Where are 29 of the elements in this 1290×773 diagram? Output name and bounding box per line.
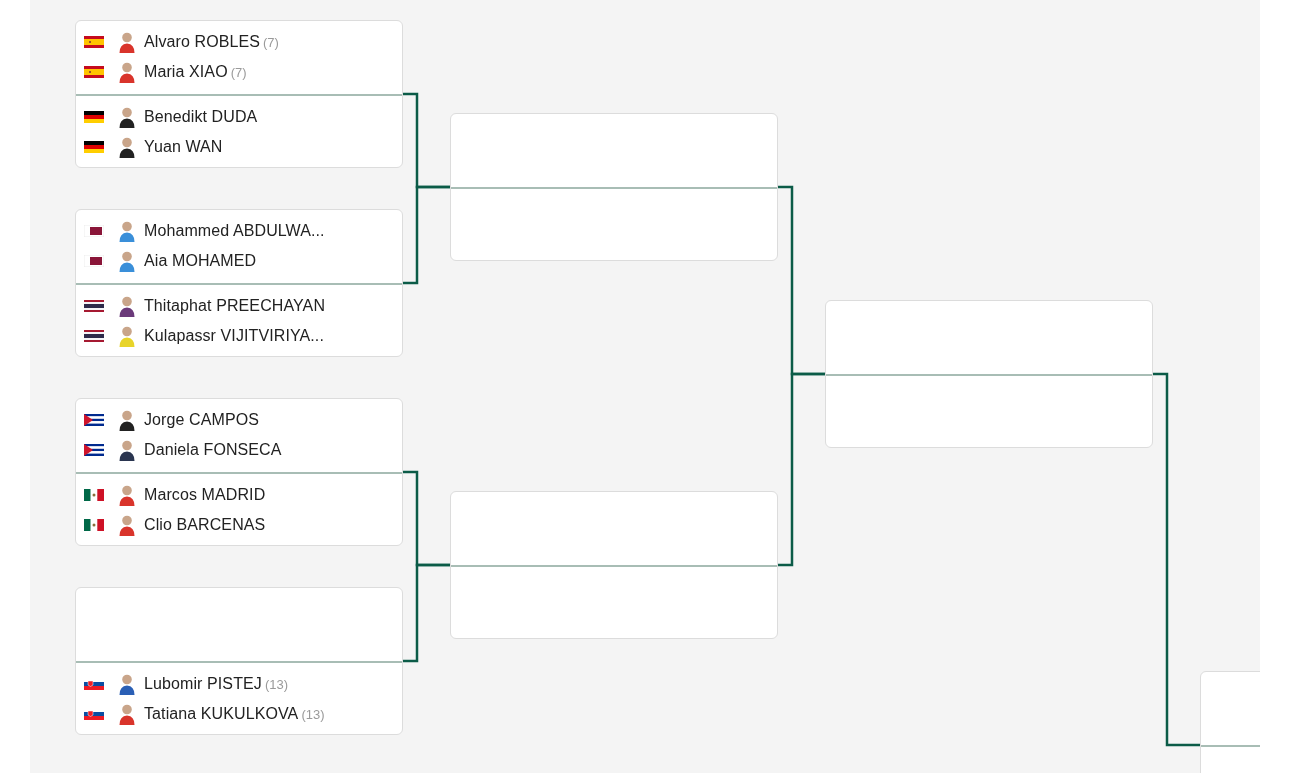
player-name: Yuan WAN [144, 138, 223, 156]
player-name: Maria XIAO [144, 63, 228, 81]
player-name: Mohammed ABDULWA... [144, 222, 325, 240]
player-name: Kulapassr VIJITVIRIYA... [144, 327, 324, 345]
bracket-line [778, 372, 825, 567]
match-card [825, 300, 1153, 448]
player-name: Aia MOHAMED [144, 252, 257, 270]
bracket-line [403, 563, 450, 663]
match-card [75, 398, 403, 546]
match-card [75, 20, 403, 168]
match-card [450, 113, 778, 261]
seed-number: (13) [301, 706, 325, 722]
player-name: Marcos MADRID [144, 486, 266, 504]
player-name: Clio BARCENAS [144, 516, 266, 534]
seed-number: (7) [230, 64, 247, 80]
player-name: Tatiana KUKULKOVA [144, 705, 299, 723]
bracket-line [403, 185, 450, 285]
seed-number: (13) [264, 676, 288, 692]
player-name: Lubomir PISTEJ [144, 675, 262, 693]
player-name: Thitaphat PREECHAYAN [144, 297, 326, 315]
player-name: Daniela FONSECA [144, 441, 282, 459]
match-card [75, 587, 403, 735]
bracket-line [1153, 372, 1200, 747]
player-name: Benedikt DUDA [144, 108, 258, 126]
player-name: Alvaro ROBLES [144, 33, 260, 51]
match-card [75, 209, 403, 357]
player-name: Jorge CAMPOS [144, 411, 259, 429]
match-card [450, 491, 778, 639]
seed-number: (7) [263, 34, 279, 50]
